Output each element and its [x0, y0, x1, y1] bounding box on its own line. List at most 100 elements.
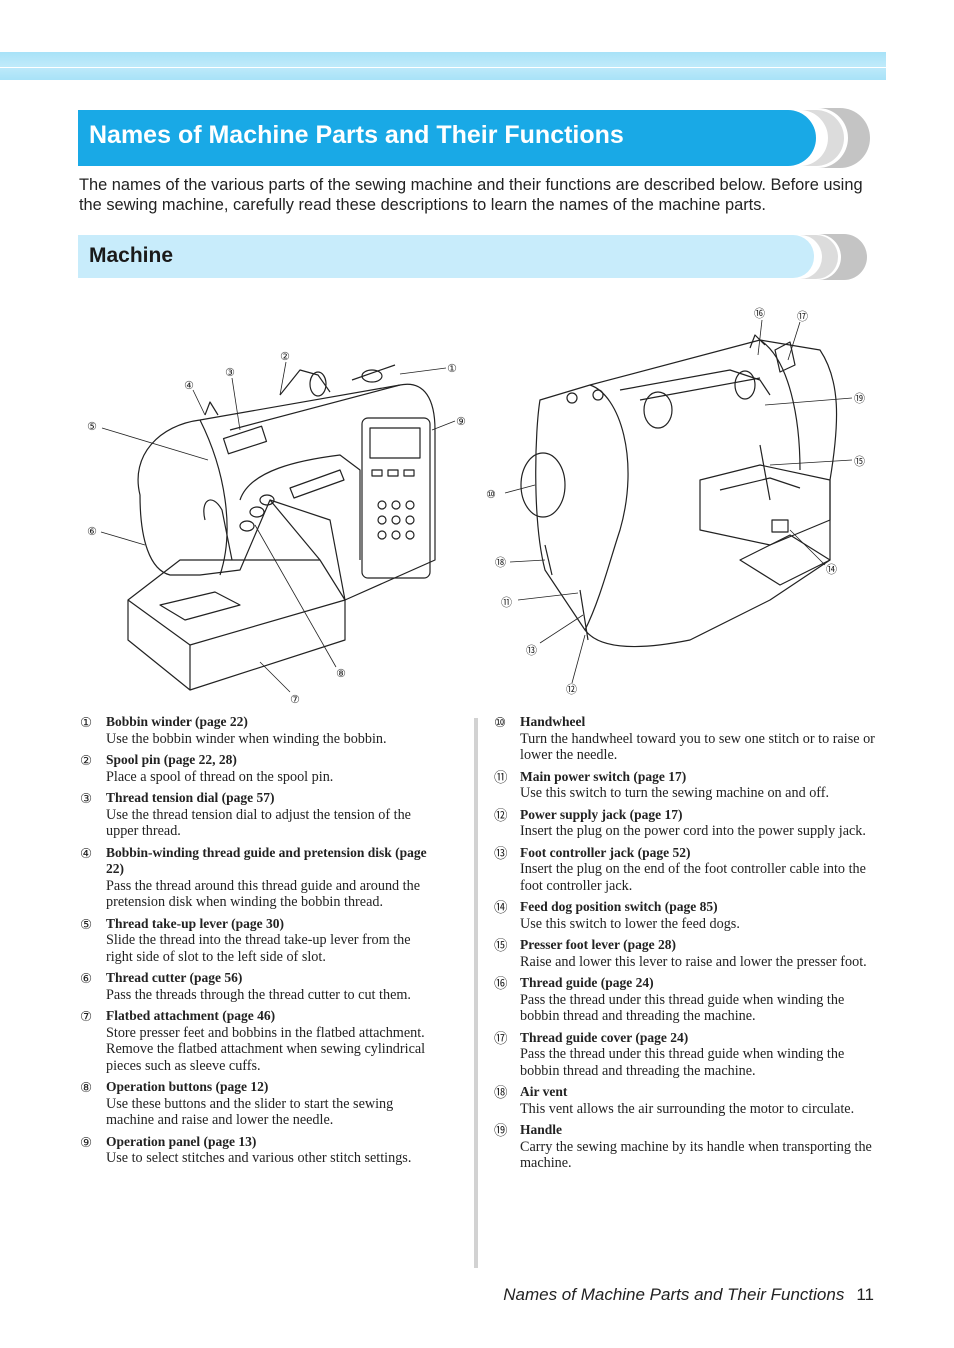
- part-number: ⑱: [494, 1085, 508, 1100]
- part-number: ⑲: [494, 1123, 508, 1138]
- title-bar: Names of Machine Parts and Their Functio…: [78, 110, 816, 166]
- part-name: Foot controller jack (page 52): [520, 844, 691, 860]
- callout-5: ⑤: [87, 420, 97, 433]
- part-text: Thread take-up lever (page 30)Slide the …: [106, 916, 440, 966]
- part-number: ⑬: [494, 845, 508, 861]
- part-number: ⑤: [80, 916, 93, 932]
- part-item: ⑥ Thread cutter (page 56)Pass the threads…: [80, 970, 440, 1003]
- part-description: Store presser feet and bobbins in the fl…: [106, 1024, 426, 1074]
- part-name: Operation panel (page 13): [106, 1133, 257, 1149]
- section-chevron-decoration: [800, 234, 867, 280]
- part-name: Feed dog position switch (page 85): [520, 899, 718, 914]
- part-description: Pass the threads through the thread cutt…: [106, 986, 411, 1003]
- part-text: Thread cutter (page 56)Pass the threads …: [106, 970, 440, 1003]
- section-title: Machine: [89, 244, 174, 267]
- part-text: Feed dog position switch (page 85)Use th…: [520, 899, 876, 932]
- part-description: Insert the plug on the power cord into t…: [520, 823, 866, 839]
- callout-10: ⑩: [486, 488, 496, 501]
- part-text: Bobbin-winding thread guide and pretensi…: [106, 845, 440, 911]
- part-description: Use the bobbin winder when winding the b…: [106, 730, 387, 747]
- front-view-machine: [127, 364, 436, 691]
- part-text: Thread guide cover (page 24)Pass the thr…: [520, 1030, 876, 1080]
- part-text: Flatbed attachment (page 46)Store presse…: [106, 1008, 440, 1074]
- part-item: ③ Thread tension dial (page 57)Use the th…: [80, 790, 440, 840]
- part-number: ③: [80, 791, 93, 806]
- part-text: Spool pin (page 22, 28)Place a spool of …: [106, 752, 440, 785]
- part-name: Flatbed attachment (page 46): [106, 1008, 276, 1023]
- part-name: Presser foot lever (page 28): [520, 937, 676, 952]
- part-description: Use to select stitches and various other…: [106, 1150, 412, 1166]
- part-description: Slide the thread into the thread take-up…: [106, 932, 411, 965]
- part-number: ⑫: [494, 807, 508, 823]
- title-chevron-decoration: [800, 108, 870, 168]
- part-item: ⑧ Operation buttons (page 12)Use these bu…: [80, 1079, 440, 1129]
- part-description: Place a spool of thread on the spool pin…: [106, 768, 334, 785]
- part-item: ⑰ Thread guide cover (page 24)Pass the th…: [494, 1030, 876, 1080]
- callout-1: ①: [447, 362, 457, 375]
- part-name: Thread cutter (page 56): [106, 970, 243, 985]
- part-description: Turn the handwheel toward you to sew one…: [520, 730, 875, 764]
- part-description: This vent allows the air surrounding the…: [520, 1100, 855, 1117]
- page-title: Names of Machine Parts and Their Functio…: [89, 121, 624, 149]
- part-text: Foot controller jack (page 52)Insert the…: [520, 845, 876, 895]
- part-number: ⑧: [80, 1080, 93, 1095]
- part-name: Handwheel: [520, 714, 586, 729]
- part-item: ⑬ Foot controller jack (page 52)Insert th…: [494, 845, 876, 895]
- callout-16: ⑯: [754, 307, 765, 320]
- part-description: Pass the thread under this thread guide …: [520, 991, 845, 1025]
- part-description: Use the thread tension dial to adjust th…: [106, 806, 411, 840]
- part-name: Spool pin (page 22, 28): [106, 752, 237, 767]
- part-description: Pass the thread under this thread guide …: [520, 1046, 845, 1079]
- part-item: ⑫ Power supply jack (page 17)Insert the p…: [494, 807, 876, 840]
- part-item: ⑦ Flatbed attachment (page 46)Store press…: [80, 1008, 440, 1074]
- part-name: Power supply jack (page 17): [520, 806, 683, 822]
- callout-12: ⑫: [566, 683, 577, 696]
- top-decorative-band: [0, 52, 886, 80]
- part-text: Operation buttons (page 12)Use these but…: [106, 1079, 440, 1129]
- part-description: Carry the sewing machine by its handle w…: [520, 1138, 872, 1172]
- page-footer: Names of Machine Parts and Their Functio…: [503, 1285, 874, 1305]
- part-description: Use this switch to lower the feed dogs.: [520, 915, 740, 932]
- part-item: ⑤ Thread take-up lever (page 30)Slide the…: [80, 916, 440, 966]
- callout-6: ⑥: [87, 525, 97, 538]
- part-number: ⑥: [80, 971, 93, 986]
- part-name: Bobbin-winding thread guide and pretensi…: [106, 844, 427, 877]
- intro-paragraph: The names of the various parts of the se…: [79, 176, 863, 214]
- callout-14: ⑭: [826, 563, 837, 576]
- part-description: Use this switch to turn the sewing machi…: [520, 785, 830, 801]
- machine-illustration: ① ② ③ ④ ⑤ ⑥ ⑦ ⑧ ⑨ ⑩ ⑪ ⑫ ⑬ ⑭ ⑮ ⑯ ⑰ ⑱ ⑲: [87, 307, 865, 706]
- part-text: Thread guide (page 24)Pass the thread un…: [520, 975, 876, 1025]
- part-name: Air vent: [520, 1084, 568, 1099]
- part-number: ⑦: [80, 1009, 93, 1024]
- part-name: Thread guide (page 24): [520, 975, 654, 990]
- part-text: Power supply jack (page 17)Insert the pl…: [520, 807, 876, 840]
- part-text: Presser foot lever (page 28)Raise and lo…: [520, 937, 876, 970]
- part-item: ② Spool pin (page 22, 28)Place a spool of…: [80, 752, 440, 785]
- part-number: ④: [80, 845, 93, 861]
- column-divider: [474, 718, 478, 1268]
- part-number: ②: [80, 753, 93, 768]
- part-item: ④ Bobbin-winding thread guide and pretens…: [80, 845, 440, 911]
- part-text: Thread tension dial (page 57)Use the thr…: [106, 790, 440, 840]
- part-number: ⑮: [494, 938, 508, 953]
- part-name: Thread tension dial (page 57): [106, 790, 275, 805]
- part-item: ⑮ Presser foot lever (page 28)Raise and l…: [494, 937, 876, 970]
- rear-view-machine: [520, 334, 838, 648]
- part-number: ⑨: [80, 1134, 93, 1150]
- part-number: ⑰: [494, 1030, 508, 1046]
- callout-17: ⑰: [797, 310, 808, 323]
- callout-3: ③: [225, 366, 235, 379]
- callout-18: ⑱: [495, 556, 506, 569]
- callout-15: ⑮: [854, 455, 865, 468]
- callout-9: ⑨: [456, 415, 466, 428]
- callout-8: ⑧: [336, 667, 346, 680]
